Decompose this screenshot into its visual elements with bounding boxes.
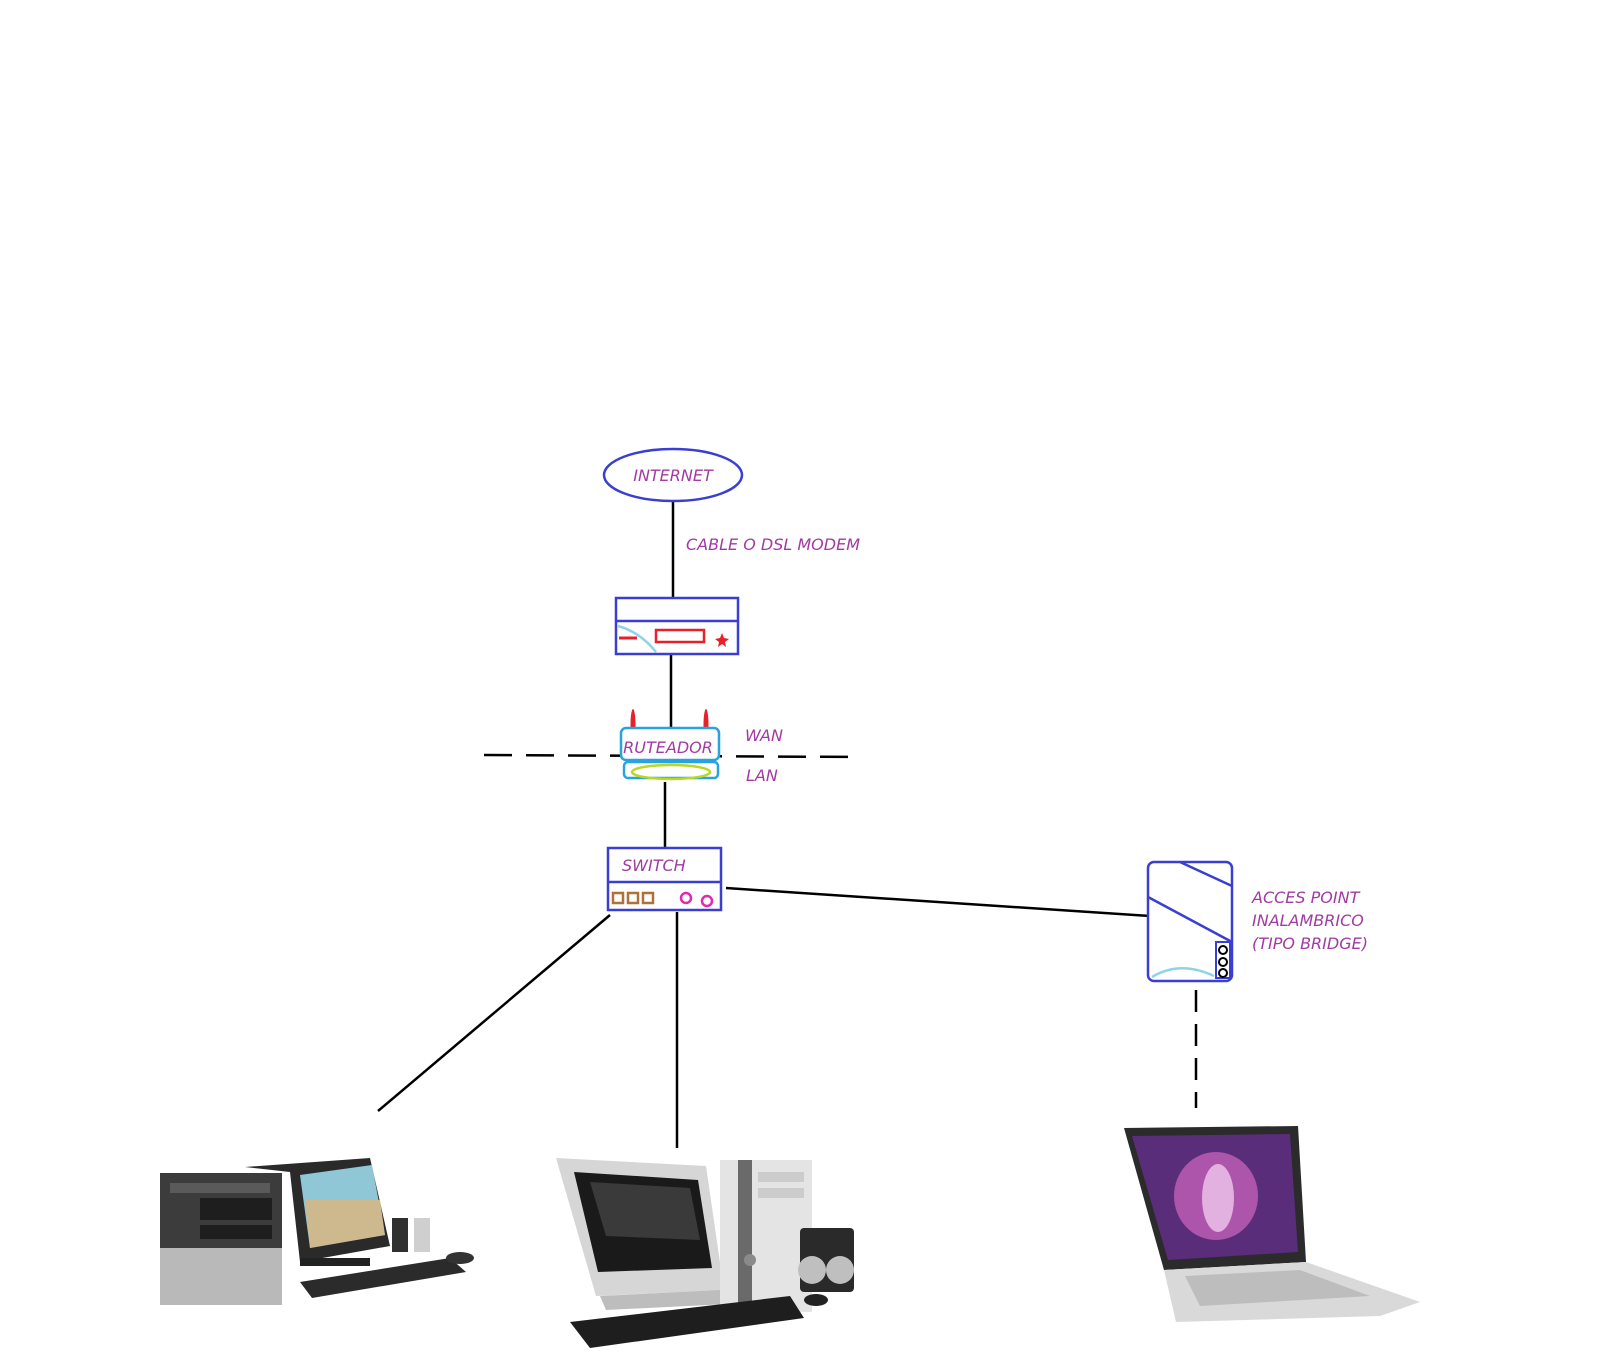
- connections: [377, 502, 1198, 1148]
- access-point-icon: [1146, 860, 1234, 983]
- internet-node: INTERNET: [602, 447, 744, 503]
- switch-label: SWITCH: [622, 856, 686, 875]
- line-switch-ap: [725, 886, 1151, 918]
- lan-label: LAN: [746, 766, 778, 785]
- ap-label-line-1: ACCES POINT: [1251, 888, 1361, 907]
- router-icon: [619, 709, 721, 781]
- ap-label-line-2: INALAMBRICO: [1252, 911, 1364, 930]
- laptop-icon: [1124, 1126, 1420, 1322]
- internet-ellipse: [602, 447, 744, 503]
- desktop-pc-icon: [160, 1158, 474, 1305]
- line-switch-pc1: [377, 914, 611, 1112]
- ap-label-line-3: (TIPO BRIDGE): [1252, 934, 1368, 953]
- wan-label: WAN: [745, 726, 783, 745]
- modem-icon: [614, 596, 740, 656]
- desktop-pc-icon: [556, 1158, 854, 1348]
- switch-icon: [606, 846, 723, 912]
- router-label: RUTEADOR: [623, 738, 713, 757]
- internet-label: INTERNET: [633, 466, 714, 485]
- modem-label: CABLE O DSL MODEM: [686, 535, 860, 554]
